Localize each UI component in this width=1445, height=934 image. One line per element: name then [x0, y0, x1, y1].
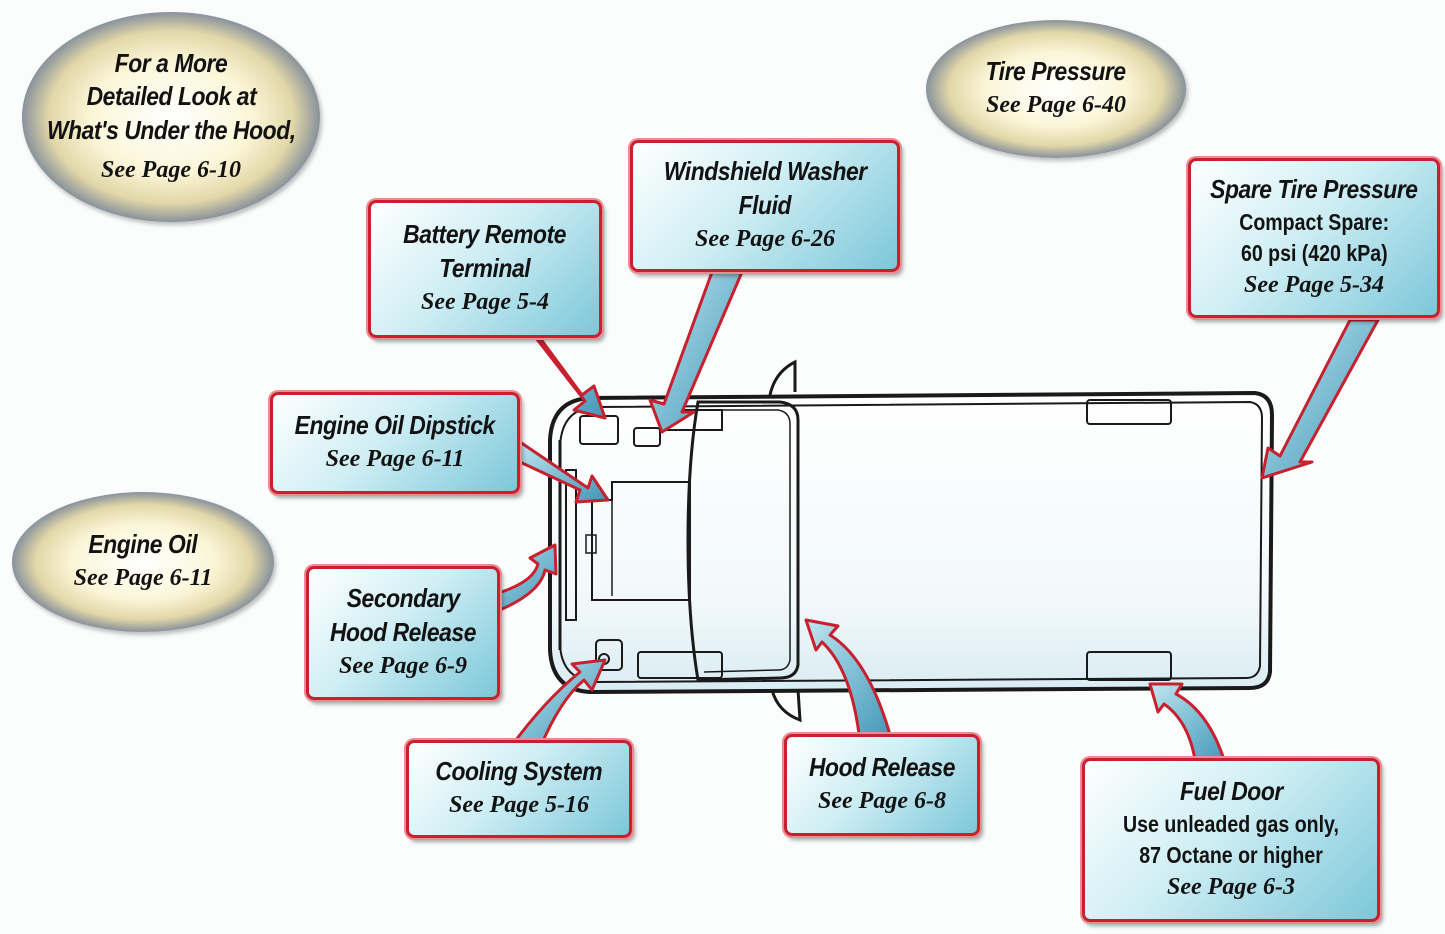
- secondary-hood-line-2: Hood Release: [329, 617, 477, 648]
- hood-release-callout: Hood Release See Page 6-8: [784, 734, 980, 836]
- fuel-door-page: See Page 6-3: [1167, 874, 1295, 901]
- spare-title: Spare Tire Pressure: [1210, 174, 1418, 205]
- washer-line-1: Windshield Washer: [663, 156, 867, 187]
- arrow-washer: [648, 270, 744, 434]
- tire-pressure-oval: Tire Pressure See Page 6-40: [926, 20, 1186, 158]
- battery-line-2: Terminal: [439, 253, 531, 284]
- callout-arrows: [468, 270, 1380, 768]
- engine-oil-oval: Engine Oil See Page 6-11: [12, 492, 274, 632]
- spare-tire-pressure-callout: Spare Tire Pressure Compact Spare: 60 ps…: [1188, 158, 1440, 318]
- secondary-hood-line-1: Secondary: [346, 583, 460, 614]
- secondary-hood-page: See Page 6-9: [339, 653, 467, 679]
- arrow-spare: [1260, 318, 1380, 480]
- arrow-fuel-door: [1148, 682, 1228, 768]
- fuel-door-line-1: Use unleaded gas only,: [1123, 811, 1339, 838]
- under-hood-line-1: For a More: [114, 47, 228, 78]
- under-hood-line-3: What's Under the Hood,: [46, 115, 296, 146]
- cooling-title: Cooling System: [435, 756, 603, 787]
- van-outline: [548, 359, 1275, 723]
- battery-page: See Page 5-4: [421, 289, 549, 315]
- engine-oil-title: Engine Oil: [88, 529, 198, 560]
- cooling-page: See Page 5-16: [449, 792, 589, 819]
- fuel-door-title: Fuel Door: [1179, 776, 1283, 807]
- spare-line-1: Compact Spare:: [1239, 209, 1389, 236]
- tire-pressure-page: See Page 6-40: [986, 92, 1126, 119]
- battery-line-1: Battery Remote: [403, 219, 567, 250]
- spare-page: See Page 5-34: [1244, 272, 1384, 299]
- fuel-door-line-2: 87 Octane or higher: [1139, 842, 1323, 869]
- washer-page: See Page 6-26: [695, 226, 835, 252]
- arrow-hood-release: [804, 618, 894, 744]
- secondary-hood-release-callout: Secondary Hood Release See Page 6-9: [306, 566, 500, 700]
- spare-line-2: 60 psi (420 kPa): [1240, 240, 1388, 267]
- hood-release-page: See Page 6-8: [818, 788, 946, 815]
- dipstick-title: Engine Oil Dipstick: [294, 410, 496, 441]
- under-hood-oval: For a More Detailed Look at What's Under…: [22, 12, 320, 222]
- fuel-door-callout: Fuel Door Use unleaded gas only, 87 Octa…: [1082, 758, 1380, 922]
- cooling-system-callout: Cooling System See Page 5-16: [406, 740, 632, 838]
- dipstick-page: See Page 6-11: [325, 446, 465, 473]
- battery-remote-terminal-callout: Battery Remote Terminal See Page 5-4: [368, 200, 602, 338]
- windshield-washer-callout: Windshield Washer Fluid See Page 6-26: [630, 140, 900, 272]
- hood-release-title: Hood Release: [808, 752, 956, 783]
- arrow-cooling: [508, 658, 607, 750]
- washer-line-2: Fluid: [738, 190, 792, 221]
- engine-oil-dipstick-callout: Engine Oil Dipstick See Page 6-11: [270, 392, 520, 494]
- under-hood-page: See Page 6-10: [101, 156, 241, 183]
- under-hood-line-2: Detailed Look at: [86, 81, 256, 112]
- arrow-dipstick: [518, 440, 610, 504]
- arrow-battery: [508, 336, 607, 420]
- engine-oil-page: See Page 6-11: [73, 565, 213, 592]
- tire-pressure-title: Tire Pressure: [985, 56, 1127, 87]
